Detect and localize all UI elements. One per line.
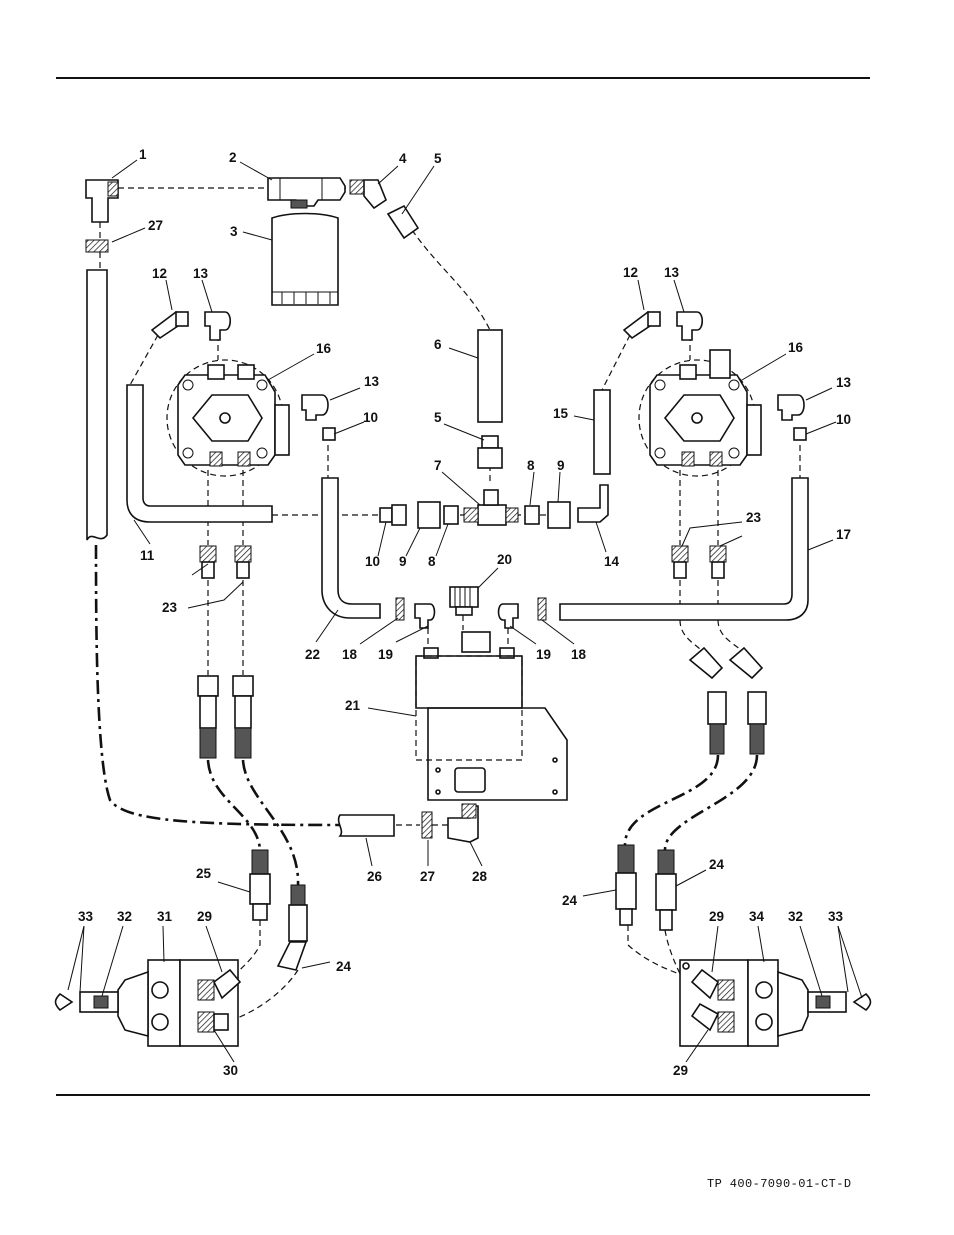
callout-27: 27 xyxy=(420,869,435,884)
hose-22 xyxy=(321,477,381,619)
callout-5: 5 xyxy=(434,410,442,425)
coupling-27 xyxy=(85,239,109,253)
fittings-23 xyxy=(199,545,727,579)
callout-33: 33 xyxy=(828,909,844,924)
hose-11 xyxy=(126,384,273,523)
cap-20 xyxy=(449,586,479,616)
fittings-left-row xyxy=(379,501,459,529)
filter-head-2 xyxy=(267,177,346,209)
callout-30: 30 xyxy=(223,1063,238,1078)
callout-12: 12 xyxy=(623,265,638,280)
callout-32: 32 xyxy=(117,909,132,924)
hose-24-left xyxy=(276,884,308,971)
tee-fitting-7 xyxy=(463,489,519,526)
fittings-right-row xyxy=(524,484,609,529)
callout-10: 10 xyxy=(363,410,378,425)
callout-23: 23 xyxy=(162,600,178,615)
fitting-5-top xyxy=(386,204,420,240)
fitting-5-lower xyxy=(477,435,503,469)
callout-13: 13 xyxy=(364,374,380,389)
elbow-28 xyxy=(447,803,479,843)
document-code: TP 400-7090-01-CT-D xyxy=(707,1177,852,1191)
hose-6 xyxy=(477,329,503,423)
header-rule xyxy=(56,77,870,79)
hose-26 xyxy=(337,814,395,837)
callout-7: 7 xyxy=(434,458,442,473)
hidden-connection-lines xyxy=(99,187,801,1021)
callout-29: 29 xyxy=(673,1063,688,1078)
callout-labels: 1 2 3 4 5 27 12 13 16 13 10 6 5 7 8 9 15… xyxy=(78,147,852,1078)
hose-25 xyxy=(249,849,271,921)
callout-16: 16 xyxy=(788,340,804,355)
callout-11: 11 xyxy=(140,548,155,563)
callout-15: 15 xyxy=(553,406,569,421)
callout-13: 13 xyxy=(193,266,209,281)
hose-15 xyxy=(593,389,611,475)
leader-lines xyxy=(67,159,863,1063)
callout-29: 29 xyxy=(709,909,724,924)
callout-5: 5 xyxy=(434,151,442,166)
elbow-fitting-1 xyxy=(85,179,119,223)
callout-31: 31 xyxy=(157,909,173,924)
callout-24: 24 xyxy=(336,959,352,974)
callout-1: 1 xyxy=(139,147,147,162)
callout-9: 9 xyxy=(557,458,565,473)
callout-33: 33 xyxy=(78,909,94,924)
callout-17: 17 xyxy=(836,527,851,542)
fittings-12-13-right xyxy=(622,310,807,441)
callout-4: 4 xyxy=(399,151,407,166)
callout-2: 2 xyxy=(229,150,237,165)
callout-24: 24 xyxy=(709,857,725,872)
coupling-27-lower xyxy=(421,811,433,839)
hose-runs xyxy=(94,544,759,886)
callout-10: 10 xyxy=(365,554,380,569)
reservoir-21 xyxy=(415,631,568,801)
callout-20: 20 xyxy=(497,552,512,567)
callout-12: 12 xyxy=(152,266,167,281)
callout-13: 13 xyxy=(836,375,852,390)
hose-17 xyxy=(559,477,809,621)
callout-19: 19 xyxy=(536,647,551,662)
callout-8: 8 xyxy=(428,554,436,569)
callout-24: 24 xyxy=(562,893,578,908)
callout-9: 9 xyxy=(399,554,407,569)
callout-13: 13 xyxy=(664,265,680,280)
callout-26: 26 xyxy=(367,869,383,884)
wheel-motor-left-31 xyxy=(54,959,242,1047)
callout-14: 14 xyxy=(604,554,620,569)
hose-ends-left xyxy=(197,675,254,759)
hose-ends-right xyxy=(688,646,767,755)
callout-22: 22 xyxy=(305,647,320,662)
callout-32: 32 xyxy=(788,909,803,924)
callout-27: 27 xyxy=(148,218,163,233)
fittings-18-19 xyxy=(395,597,547,629)
callout-10: 10 xyxy=(836,412,851,427)
callout-6: 6 xyxy=(434,337,442,352)
callout-18: 18 xyxy=(571,647,587,662)
filter-cartridge-3 xyxy=(271,212,339,306)
footer-rule xyxy=(56,1094,870,1096)
callout-16: 16 xyxy=(316,341,332,356)
callout-21: 21 xyxy=(345,698,361,713)
callout-28: 28 xyxy=(472,869,488,884)
callout-8: 8 xyxy=(527,458,535,473)
callout-34: 34 xyxy=(749,909,765,924)
callout-29: 29 xyxy=(197,909,212,924)
pump-assembly-left-16 xyxy=(166,359,290,477)
hoses-24-right xyxy=(615,844,677,931)
return-hose-left xyxy=(86,269,108,541)
callout-23: 23 xyxy=(746,510,762,525)
callout-25: 25 xyxy=(196,866,212,881)
pump-assembly-right-16 xyxy=(638,349,762,477)
wheel-motor-right-34 xyxy=(679,959,872,1047)
fittings-12-13-left xyxy=(150,310,336,441)
elbow-fitting-4 xyxy=(349,179,387,210)
callout-18: 18 xyxy=(342,647,358,662)
callout-19: 19 xyxy=(378,647,393,662)
callout-3: 3 xyxy=(230,224,238,239)
